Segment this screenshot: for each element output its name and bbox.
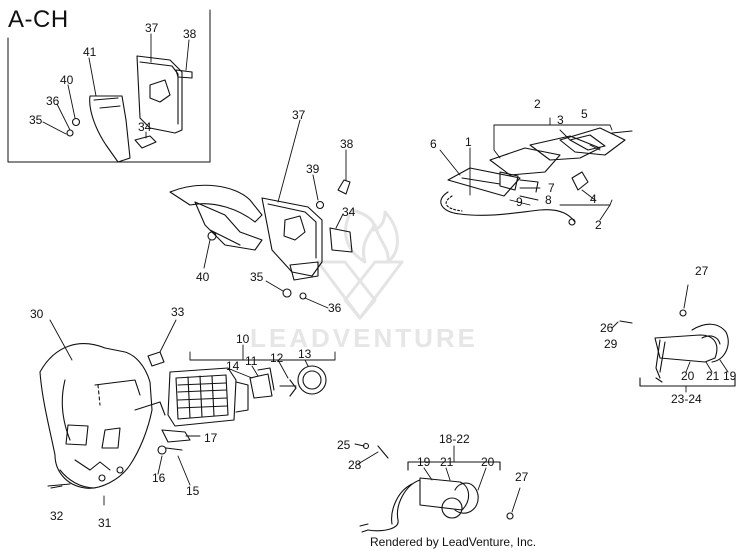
callout-28: 28	[348, 458, 362, 472]
callout-34: 34	[342, 205, 356, 219]
callout-9: 9	[516, 195, 523, 209]
callout-11: 11	[245, 354, 258, 368]
tail-light-leaders	[439, 117, 613, 221]
headlight-leaders	[157, 344, 336, 486]
callout-27: 27	[515, 470, 529, 484]
inset-plate-holder	[66, 55, 193, 163]
watermark-logo	[316, 208, 404, 320]
watermark-text: LEADVENTURE	[250, 323, 479, 353]
callout-20: 20	[481, 455, 495, 469]
inset-leaders	[42, 33, 190, 139]
callout-38: 38	[183, 27, 197, 41]
diagram-title: A-CH	[8, 6, 69, 33]
callout-36: 36	[46, 94, 60, 108]
callout-5: 5	[581, 107, 588, 121]
headlight-cowl	[39, 343, 166, 489]
turn-signal-right-leaders	[611, 284, 729, 393]
callout-38: 38	[340, 137, 354, 151]
callout-17: 17	[204, 431, 218, 445]
callout-34: 34	[138, 120, 152, 134]
callout-25: 25	[337, 438, 351, 452]
turn-signal-right	[619, 309, 736, 387]
callout-16: 16	[152, 471, 166, 485]
rendered-by-credit: Rendered by LeadVenture, Inc.	[370, 535, 537, 549]
callout-37: 37	[292, 108, 306, 122]
rear-fender-leaders	[203, 119, 347, 309]
callout-2: 2	[534, 97, 541, 111]
callout-36: 36	[328, 301, 342, 315]
rear-fender-assembly	[169, 179, 353, 300]
callout-19: 19	[723, 369, 737, 383]
callout-21: 21	[706, 369, 720, 383]
turn-signal-bottom	[359, 442, 514, 533]
callout-32: 32	[50, 509, 64, 523]
callout-21: 21	[440, 455, 454, 469]
callout-26: 26	[600, 321, 614, 335]
callout-3: 3	[557, 113, 564, 127]
callout-35: 35	[29, 113, 43, 127]
callout-31: 31	[98, 516, 112, 530]
callout-2: 2	[595, 218, 602, 232]
headlight-unit	[47, 365, 327, 487]
callout-18-22: 18-22	[439, 432, 470, 446]
callout-1: 1	[465, 135, 472, 149]
callout-15: 15	[186, 484, 200, 498]
callout-35: 35	[250, 270, 264, 284]
callout-41: 41	[83, 45, 97, 59]
turn-signal-bottom-leaders	[354, 443, 521, 513]
callout-12: 12	[270, 351, 284, 365]
callout-20: 20	[681, 369, 695, 383]
callout-39: 39	[306, 162, 320, 176]
inset-frame	[7, 9, 211, 163]
callout-6: 6	[430, 137, 437, 151]
callout-37: 37	[145, 21, 159, 35]
callout-19: 19	[417, 455, 431, 469]
callout-13: 13	[298, 347, 312, 361]
headlight-cowl-leaders	[49, 319, 177, 506]
callout-40: 40	[60, 73, 74, 87]
tail-light-assembly	[440, 127, 633, 226]
callout-4: 4	[590, 192, 597, 206]
callout-33: 33	[171, 305, 185, 319]
callout-23-24: 23-24	[671, 392, 702, 406]
callout-30: 30	[30, 307, 44, 321]
callout-14: 14	[226, 359, 240, 373]
callout-29: 29	[604, 337, 618, 351]
callout-40: 40	[196, 270, 210, 284]
callout-27: 27	[695, 264, 709, 278]
callout-10: 10	[236, 332, 250, 346]
callout-8: 8	[545, 193, 552, 207]
callout-7: 7	[548, 181, 555, 195]
